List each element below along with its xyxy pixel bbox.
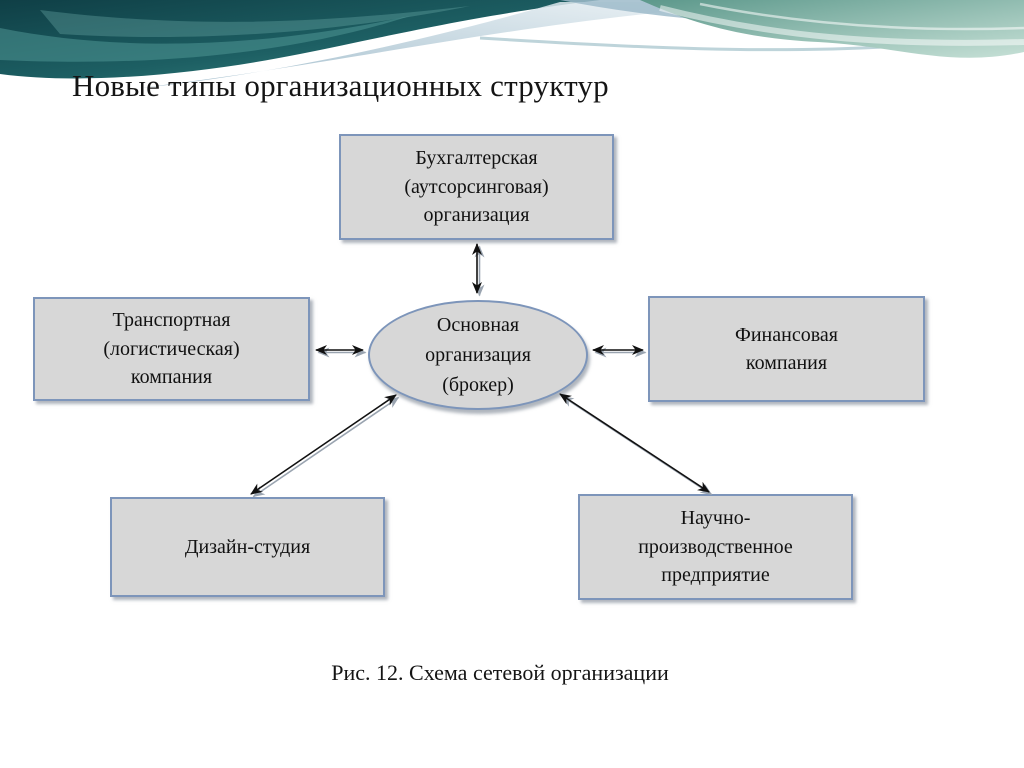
node-design-label: Дизайн-студия [184, 535, 311, 558]
node-finance-company: Финансовая компания [648, 296, 925, 402]
node-production-label: Научно- производственное предприятие [638, 507, 793, 587]
node-transport-label: Транспортная (логистическая) компания [103, 309, 240, 389]
node-finance-label: Финансовая компания [735, 323, 838, 374]
connector-broker-design [250, 394, 397, 495]
slide-title: Новые типы организационных структур [72, 68, 609, 103]
figure-caption: Рис. 12. Схема сетевой организации [331, 660, 669, 685]
node-accounting-label: Бухгалтерская (аутсорсинговая) организац… [404, 147, 549, 227]
node-broker-label: Основная организация (брокер) [425, 314, 531, 396]
node-broker-ellipse: Основная организация (брокер) [368, 300, 588, 410]
connector-broker-production [559, 393, 710, 493]
node-production-enterprise: Научно- производственное предприятие [578, 494, 853, 600]
node-transport-company: Транспортная (логистическая) компания [33, 297, 310, 401]
wave-image [0, 0, 1024, 88]
node-accounting-organization: Бухгалтерская (аутсорсинговая) организац… [339, 134, 614, 240]
wave-decoration [0, 0, 1024, 160]
node-design-studio: Дизайн-студия [110, 497, 385, 597]
